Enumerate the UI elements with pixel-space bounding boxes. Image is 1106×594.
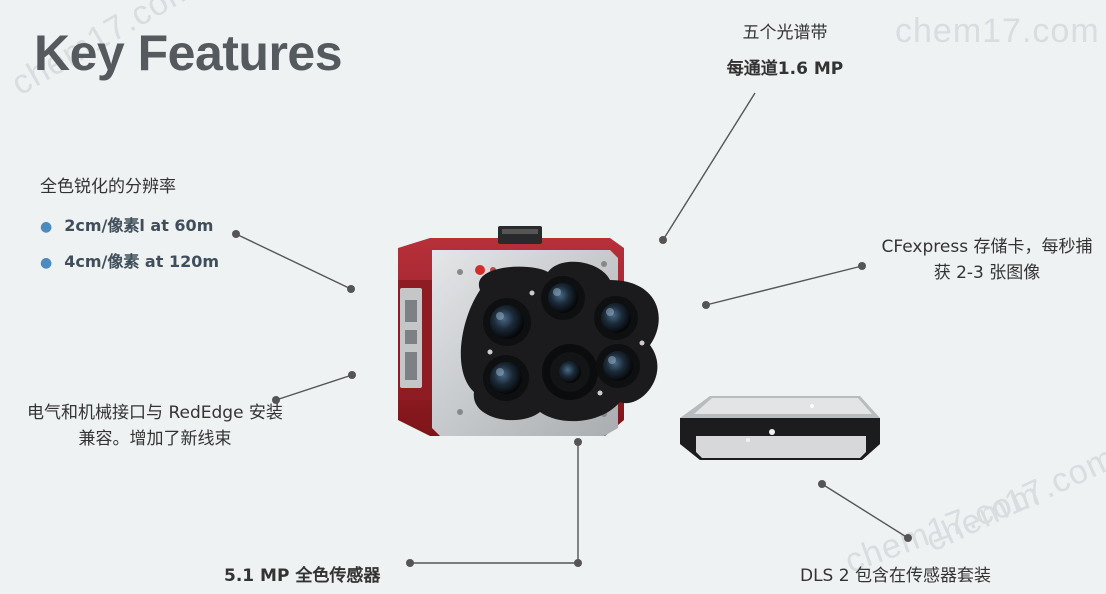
lens-icon bbox=[541, 276, 585, 320]
interface-line-1: 电气和机械接口与 RedEdge 安装 bbox=[27, 403, 283, 423]
resolution-heading: 全色锐化的分辨率 bbox=[40, 177, 176, 197]
resolution-bullet-2: ● 4cm/像素 at 120m bbox=[40, 248, 219, 272]
lens-icon bbox=[596, 344, 640, 388]
dls-label: DLS 2 包含在传感器套装 bbox=[800, 566, 991, 586]
bands-label: 五个光谱带 每通道1.6 MP bbox=[700, 20, 870, 82]
dls-sensor bbox=[680, 396, 880, 460]
lens-icon bbox=[483, 298, 531, 346]
interface-line-2: 兼容。增加了新线束 bbox=[78, 429, 232, 449]
bands-line-2: 每通道1.6 MP bbox=[726, 59, 844, 79]
resolution-bullet-1: ● 2cm/像素l at 60m bbox=[40, 212, 213, 236]
bullet-dot-icon: ● bbox=[40, 255, 53, 271]
lens-housing bbox=[460, 261, 659, 422]
bullet-text: 4cm/像素 at 120m bbox=[64, 252, 220, 271]
leader-lines bbox=[232, 92, 912, 567]
top-mount bbox=[498, 226, 542, 244]
storage-label: CFexpress 存储卡，每秒捕 获 2-3 张图像 bbox=[868, 234, 1106, 286]
bullet-text: 2cm/像素l at 60m bbox=[64, 216, 214, 235]
panchromatic-lens-icon bbox=[542, 344, 598, 400]
bullet-dot-icon: ● bbox=[40, 219, 53, 235]
sensor-label: 5.1 MP 全色传感器 bbox=[224, 566, 381, 586]
bands-line-1: 五个光谱带 bbox=[742, 23, 828, 43]
interface-label: 电气和机械接口与 RedEdge 安装 兼容。增加了新线束 bbox=[10, 400, 300, 452]
lens-icon bbox=[594, 296, 638, 340]
lens-icon bbox=[483, 355, 529, 401]
status-led-icon bbox=[475, 265, 485, 275]
storage-line-1: CFexpress 存储卡，每秒捕 bbox=[881, 237, 1093, 257]
page-title: Key Features bbox=[34, 25, 343, 81]
storage-line-2: 获 2-3 张图像 bbox=[933, 263, 1041, 283]
